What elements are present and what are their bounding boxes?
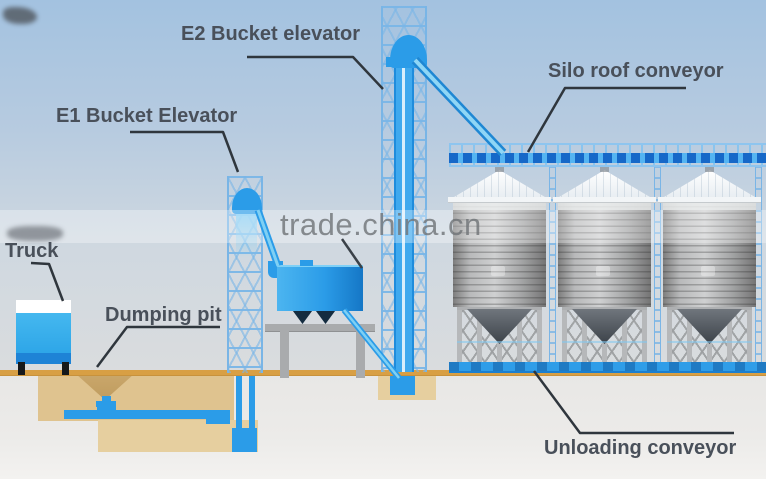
truck-label: Truck	[5, 240, 59, 262]
e2-elevator-leg	[394, 64, 414, 372]
truck-stripe	[16, 353, 71, 364]
unloading-conveyor	[449, 362, 766, 373]
machine-top-hatch	[300, 260, 313, 266]
e1-elevator-boot	[232, 428, 257, 452]
e1-elevator-leg	[236, 212, 257, 258]
pit-conveyor-hopper	[97, 404, 116, 411]
e1-elevator-label: E1 Bucket Elevator	[56, 105, 238, 127]
silo-discharge-pipe	[562, 341, 647, 343]
silo-discharge-pipe	[667, 341, 752, 343]
silo-body	[663, 201, 756, 307]
unloading-conveyor-label: Unloading conveyor	[544, 437, 737, 459]
silo-logo	[596, 266, 610, 276]
platform-leg	[356, 331, 365, 378]
silo-logo	[701, 266, 715, 276]
silo-body	[453, 201, 546, 307]
machine-platform	[265, 324, 375, 332]
e1-leg-underground	[249, 373, 255, 430]
watermark-text: trade.china.cn	[280, 207, 482, 242]
silo-body	[558, 201, 651, 307]
silo-roof-eave	[448, 197, 551, 203]
pit-soil-deep	[98, 420, 258, 452]
e2-head-spout	[386, 57, 393, 67]
silo-roof-eave	[658, 197, 761, 203]
silo-roof-vent	[600, 167, 609, 172]
pit-conveyor-end	[206, 410, 230, 424]
platform-leg	[280, 331, 289, 378]
catwalk-support-post	[654, 166, 661, 370]
e1-leg-underground	[236, 373, 242, 430]
truck-top	[16, 300, 71, 313]
truck-wheel	[62, 362, 69, 375]
truck-body	[16, 313, 71, 353]
silo-roof-conveyor	[449, 153, 766, 163]
pit-discharge	[96, 401, 116, 407]
silo-roof-vent	[705, 167, 714, 172]
silo-roof-eave	[553, 197, 656, 203]
grain-cleaner-machine	[277, 265, 363, 311]
catwalk-support-post	[549, 166, 556, 370]
e2-elevator-label: E2 Bucket elevator	[181, 23, 360, 45]
silo-roof-vent	[495, 167, 504, 172]
watermark-band	[0, 210, 766, 243]
silo-discharge-pipe	[457, 341, 542, 343]
corner-smudge	[3, 7, 37, 24]
silo-roof-conveyor-label: Silo roof conveyor	[548, 60, 724, 82]
dumping-pit-label: Dumping pit	[105, 304, 222, 326]
truck-smudge	[7, 226, 63, 241]
silo-logo	[491, 266, 505, 276]
truck-wheel	[18, 362, 25, 375]
pit-discharge-neck	[102, 396, 111, 402]
pit-conveyor	[64, 410, 229, 419]
